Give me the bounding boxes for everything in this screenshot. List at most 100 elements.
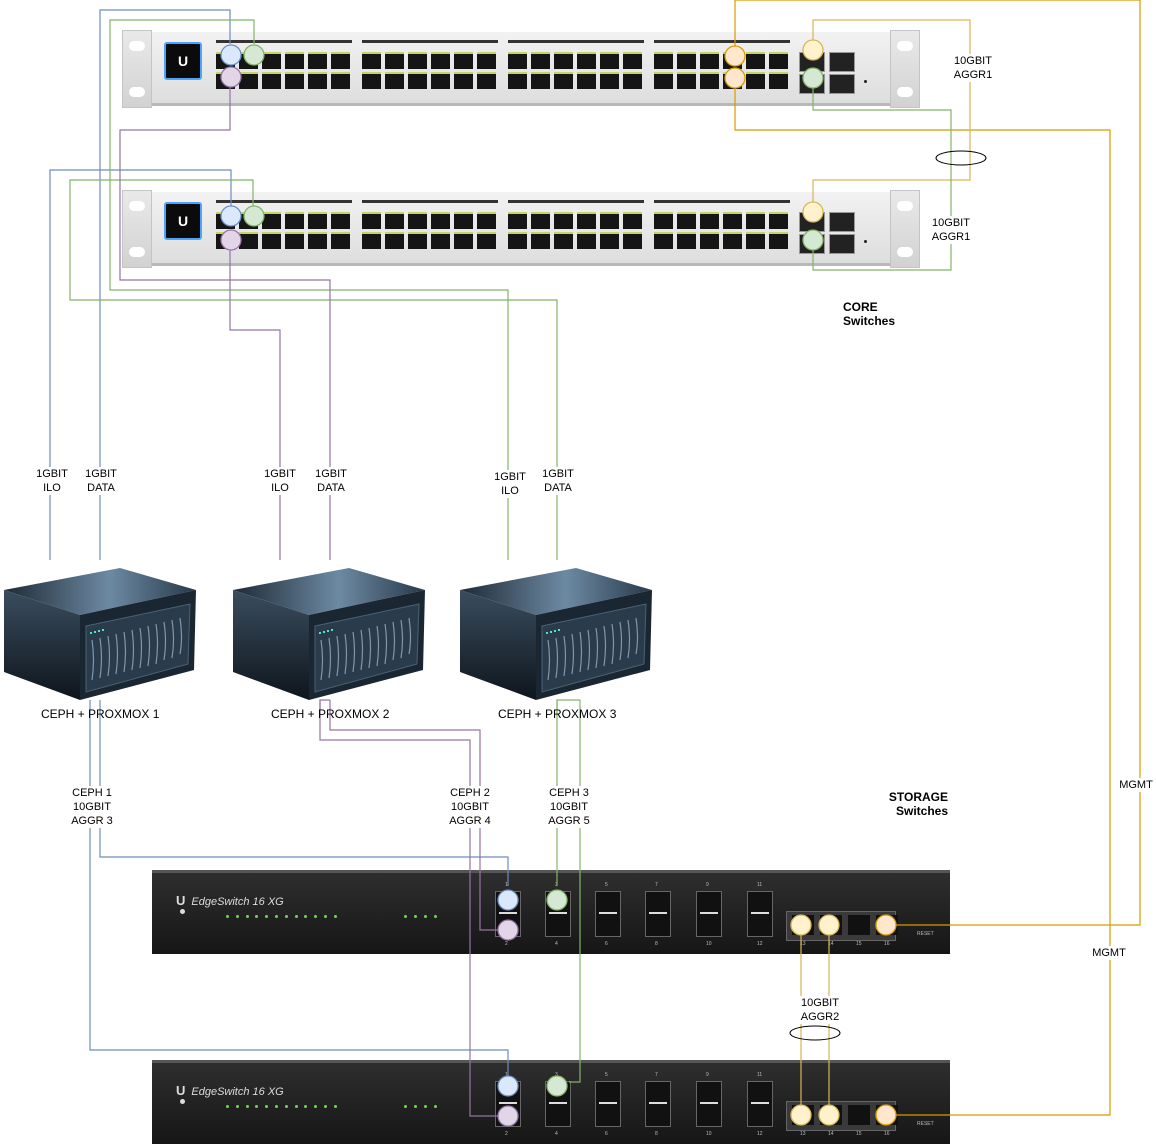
status-led xyxy=(284,915,288,918)
sfp-port-number: 7 xyxy=(655,1072,658,1078)
rj45-port xyxy=(285,212,304,229)
wire-aggr1-yellow xyxy=(812,19,971,210)
port-group-bar xyxy=(362,40,498,43)
server-3-label: CEPH + PROXMOX 3 xyxy=(498,707,617,721)
sfp-cage xyxy=(696,891,722,937)
rj45-port xyxy=(262,72,281,89)
ceph-3-label: CEPH 3 10GBIT AGGR 5 xyxy=(543,786,595,828)
sfp-port-number: 1 xyxy=(505,882,508,888)
wire-core1-purple xyxy=(119,87,331,560)
core2-port-1-marker xyxy=(220,205,242,227)
core1-port-1-marker xyxy=(220,44,242,66)
wire-s1-data-core1 xyxy=(99,9,231,560)
rack-ear-left xyxy=(122,30,152,108)
rj45-port xyxy=(623,72,642,89)
status-led xyxy=(255,1105,259,1108)
server-1-data-label: 1GBIT DATA xyxy=(80,467,122,495)
sfp-port-number: 4 xyxy=(555,941,558,947)
core-aggr1-label-top: 10GBIT AGGR1 xyxy=(948,54,998,82)
sfp-port-number: 9 xyxy=(706,882,709,888)
port-group-bar xyxy=(654,200,790,203)
ubiquiti-logo-icon: U xyxy=(164,42,202,80)
server-3-ilo-label: 1GBIT ILO xyxy=(489,470,531,498)
wire-s2-ceph-loop xyxy=(319,699,330,710)
status-led xyxy=(275,1105,278,1108)
status-led xyxy=(235,915,239,918)
rj45-port xyxy=(577,72,596,89)
sfp-cage xyxy=(595,1081,621,1127)
rj45-port xyxy=(362,52,381,69)
status-led xyxy=(424,915,427,918)
rj45-port-number: 13 xyxy=(800,1131,806,1137)
sfp-cage xyxy=(747,891,773,937)
rj45-port xyxy=(454,232,473,249)
sfp-cage xyxy=(645,891,671,937)
ceph-2-label: CEPH 2 10GBIT AGGR 4 xyxy=(445,786,495,828)
rj45-port xyxy=(508,232,527,249)
status-led xyxy=(245,915,249,918)
server-2-data-label: 1GBIT DATA xyxy=(310,467,352,495)
wire-mgmt-1 xyxy=(734,0,1141,926)
mgmt-label-1: MGMT xyxy=(1117,778,1155,792)
aggr1-bundle-icon xyxy=(935,150,987,166)
rj45-port xyxy=(362,232,381,249)
sfp-port-number: 11 xyxy=(757,882,763,888)
rack-ear-right xyxy=(890,30,920,108)
rj45-port xyxy=(508,52,527,69)
server-2-label: CEPH + PROXMOX 2 xyxy=(271,707,390,721)
rj45-port xyxy=(654,72,673,89)
port-group-bar xyxy=(216,40,352,43)
sfp-port-number: 5 xyxy=(605,1072,608,1078)
sfp-port-number: 12 xyxy=(757,1131,763,1137)
rj45-port xyxy=(600,52,619,69)
sfp-cage xyxy=(595,891,621,937)
rj45-port xyxy=(362,72,381,89)
status-led xyxy=(245,1105,249,1108)
status-led xyxy=(304,915,308,918)
rj45-port xyxy=(331,52,350,69)
rj45-port xyxy=(600,232,619,249)
port-group-bar xyxy=(508,40,644,43)
rj45-port xyxy=(746,72,765,89)
sfp-port-number: 6 xyxy=(605,1131,608,1137)
sfp-port xyxy=(829,74,855,94)
storage-aggr2-label: 10GBIT AGGR2 xyxy=(795,996,845,1024)
rj45-port xyxy=(331,212,350,229)
reset-label: RESET xyxy=(917,1121,934,1127)
core2-port-2-marker xyxy=(243,205,265,227)
rj45-port xyxy=(308,52,327,69)
rj45-port-number: 14 xyxy=(828,941,834,947)
wire-s2-ceph-edge2 xyxy=(319,700,508,1117)
rj45-port xyxy=(477,52,496,69)
status-led xyxy=(314,915,318,918)
rj45-port xyxy=(623,212,642,229)
edge2-port-13-marker xyxy=(790,1104,812,1126)
rj45-port xyxy=(331,72,350,89)
status-led xyxy=(414,1105,417,1108)
edge1-port-14-marker xyxy=(818,914,840,936)
rj45-port xyxy=(677,52,696,69)
status-led xyxy=(226,1105,229,1108)
rj45-port xyxy=(454,52,473,69)
status-led xyxy=(324,915,327,918)
wire-s1-ceph-edge1 xyxy=(99,700,509,886)
rj45-port xyxy=(531,52,550,69)
rj45-port xyxy=(308,232,327,249)
sfp-port-number: 11 xyxy=(757,1072,763,1078)
rj45-port-number: 13 xyxy=(800,941,806,947)
edge2-port-14-marker xyxy=(818,1104,840,1126)
status-led xyxy=(265,1105,269,1108)
rj45-port xyxy=(239,72,258,89)
status-led xyxy=(226,915,229,918)
rj45-port xyxy=(577,52,596,69)
rj45-port xyxy=(408,232,427,249)
edge2-port-1-marker xyxy=(497,1075,519,1097)
rj45-port xyxy=(677,212,696,229)
port-group-bar xyxy=(216,200,352,203)
rj45-port xyxy=(723,232,742,249)
rj45-port xyxy=(700,232,719,249)
rj45-port xyxy=(677,72,696,89)
sfp-port-number: 6 xyxy=(605,941,608,947)
wires xyxy=(49,0,1141,1117)
